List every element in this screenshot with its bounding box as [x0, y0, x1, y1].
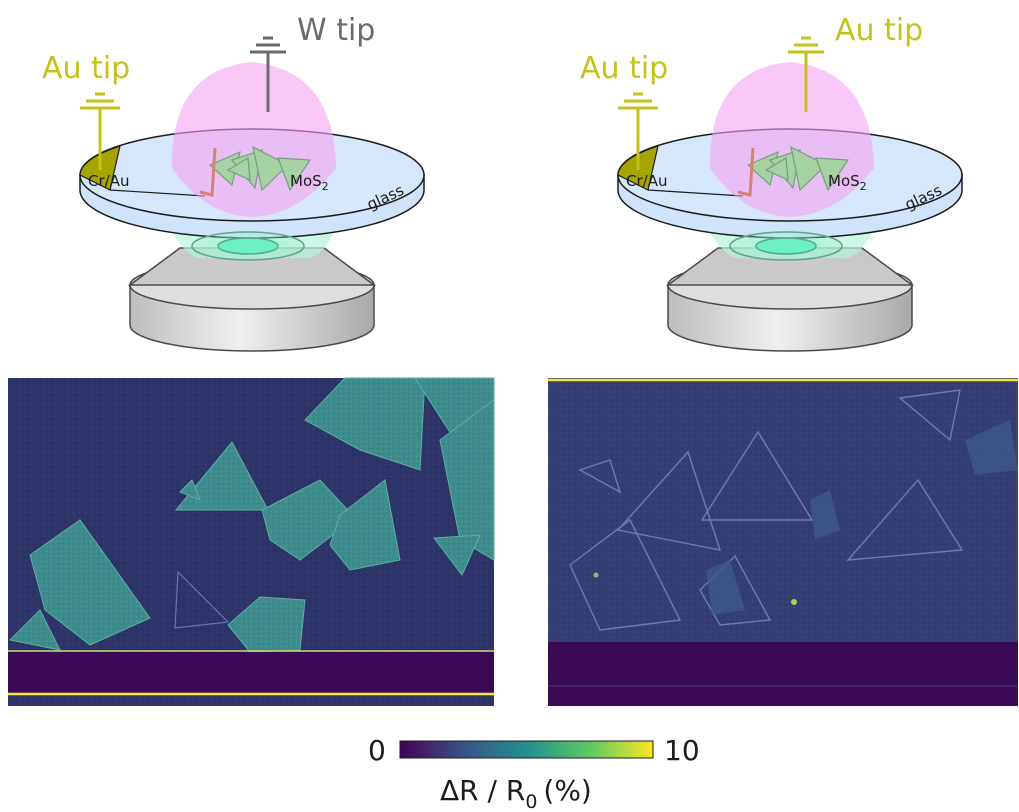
- focus-spot-inner: [217, 237, 279, 255]
- flake-outline: [174, 570, 230, 629]
- au-tip-probe-right: [788, 36, 824, 112]
- mos2-flakes: [746, 145, 850, 192]
- electrode-label: Cr/Au: [88, 172, 129, 190]
- bright-speck: [791, 599, 797, 605]
- mos2-flakes: [208, 145, 312, 192]
- material-label: MoS2: [290, 172, 329, 193]
- au-tip-probe: [618, 92, 658, 170]
- flake-debris-right: [706, 420, 1018, 615]
- objective-lens: [127, 247, 377, 352]
- colorbar-max-label: 10: [664, 734, 700, 767]
- objective-lens: [665, 247, 915, 352]
- colorbar-min-label: 0: [368, 734, 386, 767]
- colorbar-gradient: [399, 740, 654, 759]
- contact-wire: [737, 147, 755, 197]
- w-tip-label: W tip: [297, 13, 375, 48]
- schematic-left: Au tip W tip Cr/Au MoS2 glass: [42, 13, 425, 352]
- colorbar: 0 10 ΔR / R0(%): [368, 734, 700, 812]
- au-tip-label: Au tip: [42, 51, 130, 86]
- au-tip-probe: [80, 92, 120, 170]
- bright-speck: [593, 572, 599, 578]
- contact-band: [8, 652, 494, 694]
- flakes-left: [8, 377, 495, 653]
- reflectance-map-right: [548, 378, 1018, 706]
- au-tip-label: Au tip: [580, 51, 668, 86]
- flake-outlines-right: [569, 389, 964, 631]
- material-label: MoS2: [828, 172, 867, 193]
- electrode-label: Cr/Au: [626, 172, 667, 190]
- au-tip-label-right: Au tip: [835, 13, 923, 48]
- reflectance-map-left: [8, 377, 495, 706]
- schematic-right: Au tip Au tip Cr/Au MoS2 glass: [580, 13, 963, 352]
- focus-spot-inner: [755, 237, 817, 255]
- w-tip-probe: [250, 36, 286, 112]
- contact-band: [548, 642, 1018, 706]
- contact-wire: [199, 147, 217, 197]
- colorbar-axis-label: ΔR / R0(%): [440, 774, 592, 812]
